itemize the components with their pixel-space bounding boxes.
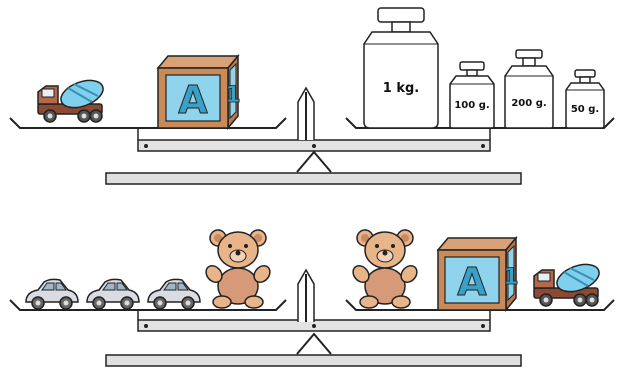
weight-200g: 200 g. <box>505 50 553 128</box>
block-letter-side: 1 <box>225 83 240 108</box>
teddy-bear-icon <box>203 230 273 308</box>
block-letter-front: А <box>178 78 208 122</box>
alphabet-block-icon: А 1 <box>158 56 241 128</box>
weight-1kg: 1 kg. <box>364 8 438 128</box>
scale-2-base <box>106 355 521 366</box>
cement-truck-icon <box>38 75 107 122</box>
scale-1: А 1 1 kg. 100 g. 200 g. <box>10 8 614 184</box>
weight-1kg-label: 1 kg. <box>383 81 419 96</box>
scale-2-pointer <box>298 270 314 322</box>
cement-truck-icon <box>534 259 603 306</box>
alphabet-block-icon: А 1 <box>438 238 519 310</box>
scale-2: А 1 <box>10 230 614 366</box>
toy-car-icon <box>87 279 139 309</box>
weight-200g-label: 200 g. <box>511 98 546 109</box>
toy-car-icon <box>148 279 200 309</box>
scale-2-stand <box>297 334 331 354</box>
teddy-bear-icon <box>350 230 420 308</box>
block-letter-side: 1 <box>503 265 518 290</box>
scale-1-stand <box>297 152 331 172</box>
weight-100g-label: 100 g. <box>454 100 489 111</box>
weight-100g: 100 g. <box>450 62 494 128</box>
toy-car-icon <box>26 279 78 309</box>
block-letter-front: А <box>457 260 487 304</box>
scale-1-base <box>106 173 521 184</box>
scale-1-pointer <box>298 88 314 140</box>
weight-50g: 50 g. <box>566 70 604 128</box>
weight-50g-label: 50 g. <box>571 104 599 115</box>
